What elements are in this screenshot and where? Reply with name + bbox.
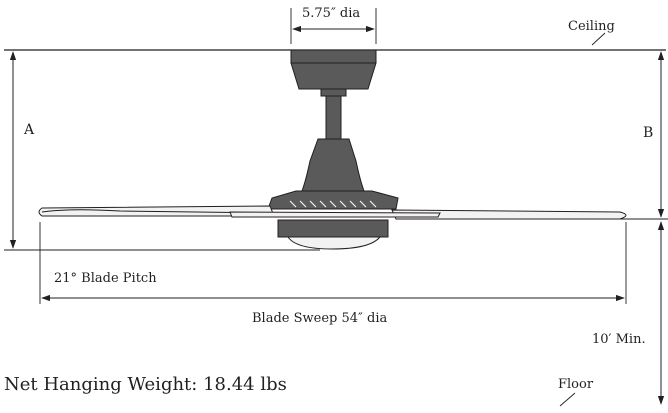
fan-light-bowl xyxy=(287,236,382,250)
min-height-label: 10′ Min. xyxy=(592,332,646,347)
fan-motor-skirt xyxy=(267,190,399,210)
floor-label: Floor xyxy=(558,377,594,392)
ceiling-leader xyxy=(591,32,606,46)
ceiling-label: Ceiling xyxy=(568,19,615,34)
fan-canopy-cover xyxy=(290,62,377,90)
dimension-b-label: B xyxy=(643,125,653,141)
canopy-diameter-label: 5.75″ dia xyxy=(302,6,360,21)
fan-blade-front xyxy=(229,211,441,218)
net-weight-label: Net Hanging Weight: 18.44 lbs xyxy=(4,374,287,395)
fan-blade-right xyxy=(391,209,627,220)
blade-pitch-label: 21° Blade Pitch xyxy=(54,271,157,286)
floor-leader xyxy=(559,392,576,407)
blade-sweep-label: Blade Sweep 54″ dia xyxy=(252,311,387,326)
fan-blade-left-rear xyxy=(41,209,273,214)
fan-blade-irons xyxy=(289,200,377,208)
fan-canopy xyxy=(290,49,377,64)
fan-downrod-collar xyxy=(320,88,347,97)
fan-switch-housing xyxy=(277,219,389,238)
fan-motor-housing xyxy=(301,138,365,192)
fan-downrod xyxy=(325,95,342,140)
ceiling-fan xyxy=(38,49,627,250)
dimension-a-label: A xyxy=(23,122,35,138)
